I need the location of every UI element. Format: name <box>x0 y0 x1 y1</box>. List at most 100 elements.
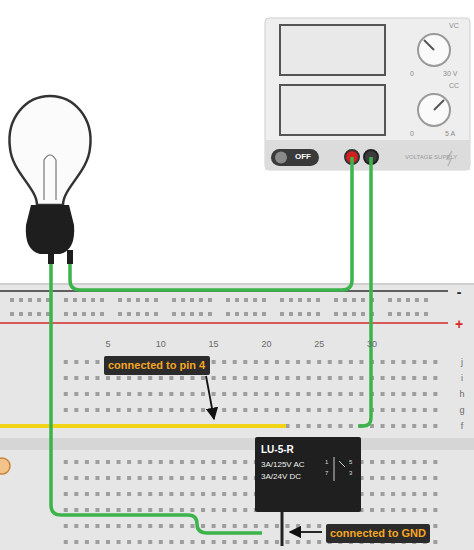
breadboard-hole <box>212 392 216 396</box>
breadboard-hole <box>352 298 356 302</box>
column-number: 25 <box>314 340 324 349</box>
breadboard-hole <box>338 424 342 428</box>
breadboard-hole <box>212 460 216 464</box>
breadboard-hole <box>254 524 258 528</box>
breadboard-hole <box>264 392 268 396</box>
breadboard-hole <box>286 360 290 364</box>
breadboard-hole <box>138 376 142 380</box>
power-supply-panel: VC030 VCC05 AOFFVOLTAGE SUPPLY <box>265 18 470 170</box>
breadboard-hole <box>118 312 122 316</box>
breadboard-hole <box>298 298 302 302</box>
breadboard-hole <box>95 376 99 380</box>
breadboard-hole <box>381 408 385 412</box>
breadboard-hole <box>148 476 152 480</box>
green-wire <box>70 157 352 290</box>
breadboard-hole <box>423 360 427 364</box>
breadboard-hole <box>296 524 300 528</box>
breadboard-hole <box>64 540 68 544</box>
breadboard-hole <box>391 424 395 428</box>
breadboard-hole <box>201 476 205 480</box>
breadboard-hole <box>148 376 152 380</box>
breadboard-hole <box>85 476 89 480</box>
breadboard-hole <box>433 492 437 496</box>
breadboard-hole <box>423 476 427 480</box>
breadboard-hole <box>154 312 158 316</box>
breadboard-hole <box>433 508 437 512</box>
breadboard-hole <box>233 540 237 544</box>
breadboard-hole <box>253 298 257 302</box>
breadboard-hole <box>412 476 416 480</box>
breadboard-hole <box>190 392 194 396</box>
breadboard-hole <box>74 508 78 512</box>
breadboard-hole <box>190 460 194 464</box>
breadboard-hole <box>136 298 140 302</box>
breadboard-hole <box>118 298 122 302</box>
power-supply <box>265 18 470 170</box>
breadboard-hole <box>235 312 239 316</box>
breadboard-hole <box>296 408 300 412</box>
breadboard-hole <box>296 376 300 380</box>
breadboard-hole <box>222 360 226 364</box>
breadboard-hole <box>117 540 121 544</box>
breadboard-hole <box>328 376 332 380</box>
breadboard-hole <box>85 408 89 412</box>
voltage-knob <box>418 34 450 66</box>
breadboard-hole <box>328 424 332 428</box>
breadboard-hole <box>381 476 385 480</box>
breadboard-hole <box>328 392 332 396</box>
breadboard-hole <box>402 460 406 464</box>
breadboard-hole <box>201 408 205 412</box>
breadboard-hole <box>280 312 284 316</box>
breadboard-hole <box>286 376 290 380</box>
breadboard-hole <box>95 540 99 544</box>
breadboard-hole <box>180 392 184 396</box>
breadboard-hole <box>243 376 247 380</box>
breadboard-hole <box>317 392 321 396</box>
breadboard-hole <box>222 476 226 480</box>
breadboard-hole <box>264 408 268 412</box>
breadboard-hole <box>127 312 131 316</box>
breadboard-hole <box>95 408 99 412</box>
breadboard-hole <box>201 460 205 464</box>
breadboard-hole <box>254 540 258 544</box>
breadboard-hole <box>412 492 416 496</box>
breadboard-hole <box>402 508 406 512</box>
breadboard-hole <box>64 360 68 364</box>
breadboard-hole <box>74 524 78 528</box>
breadboard-hole <box>349 376 353 380</box>
breadboard-hole <box>212 540 216 544</box>
display <box>280 25 385 75</box>
breadboard-hole <box>106 408 110 412</box>
breadboard-hole <box>190 476 194 480</box>
breadboard-hole <box>201 376 205 380</box>
breadboard-hole <box>280 298 284 302</box>
breadboard-hole <box>91 298 95 302</box>
breadboard-hole <box>349 392 353 396</box>
breadboard-hole <box>190 298 194 302</box>
breadboard-hole <box>415 312 419 316</box>
breadboard-hole <box>106 508 110 512</box>
breadboard-hole <box>275 540 279 544</box>
breadboard-hole <box>307 392 311 396</box>
breadboard-hole <box>244 312 248 316</box>
breadboard-hole <box>212 476 216 480</box>
breadboard-hole <box>180 408 184 412</box>
breadboard-hole <box>95 524 99 528</box>
breadboard-hole <box>82 312 86 316</box>
leader-arrow <box>206 376 214 419</box>
breadboard-hole <box>243 392 247 396</box>
breadboard-hole <box>328 360 332 364</box>
breadboard-hole <box>106 476 110 480</box>
breadboard-hole <box>433 392 437 396</box>
breadboard-hole <box>159 376 163 380</box>
pin-number: 3 <box>349 470 352 477</box>
breadboard-hole <box>190 408 194 412</box>
breadboard-hole <box>286 392 290 396</box>
breadboard-hole <box>64 476 68 480</box>
breadboard-hole <box>138 460 142 464</box>
breadboard-hole <box>381 376 385 380</box>
breadboard-hole <box>338 360 342 364</box>
breadboard-hole <box>74 460 78 464</box>
breadboard-hole <box>159 540 163 544</box>
mode-label: CC <box>449 82 459 90</box>
